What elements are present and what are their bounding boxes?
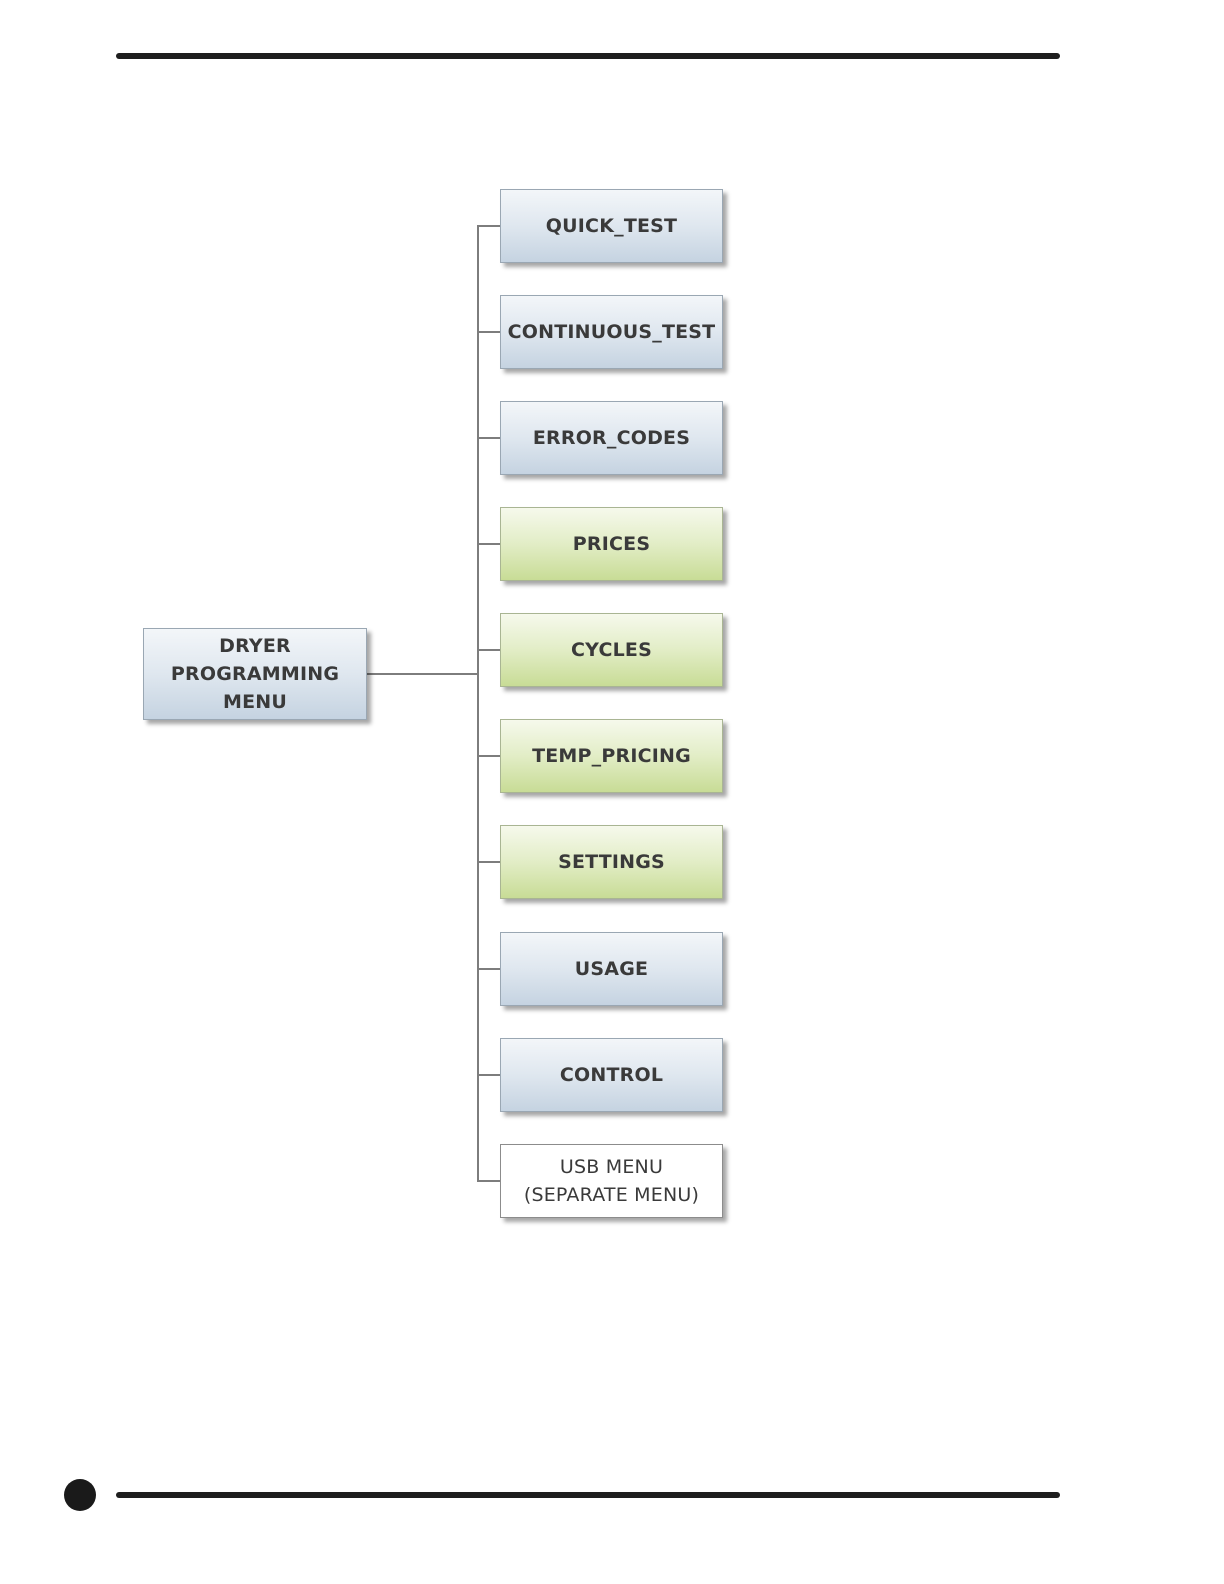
branch-connector [477,861,500,863]
branch-connector [477,1180,500,1182]
node-temp-pricing: TEMP_PRICING [500,719,723,793]
branch-connector [477,437,500,439]
node-prices: PRICES [500,507,723,581]
branch-connector [477,649,500,651]
node-settings: SETTINGS [500,825,723,899]
branch-connector [477,331,500,333]
node-continuous-test: CONTINUOUS_TEST [500,295,723,369]
node-control: CONTROL [500,1038,723,1112]
root-node-dryer-programming-menu: DRYER PROGRAMMING MENU [143,628,367,720]
node-quick-test: QUICK_TEST [500,189,723,263]
node-cycles: CYCLES [500,613,723,687]
node-usage: USAGE [500,932,723,1006]
root-connector [367,673,478,675]
branch-connector [477,225,500,227]
node-usb-menu: USB MENU (SEPARATE MENU) [500,1144,723,1218]
footer-rule [116,1492,1060,1498]
branch-connector [477,1074,500,1076]
page-marker-dot [64,1479,96,1511]
branch-connector [477,543,500,545]
branch-connector [477,755,500,757]
trunk-connector [477,226,479,1181]
node-error-codes: ERROR_CODES [500,401,723,475]
header-rule [116,53,1060,59]
branch-connector [477,968,500,970]
